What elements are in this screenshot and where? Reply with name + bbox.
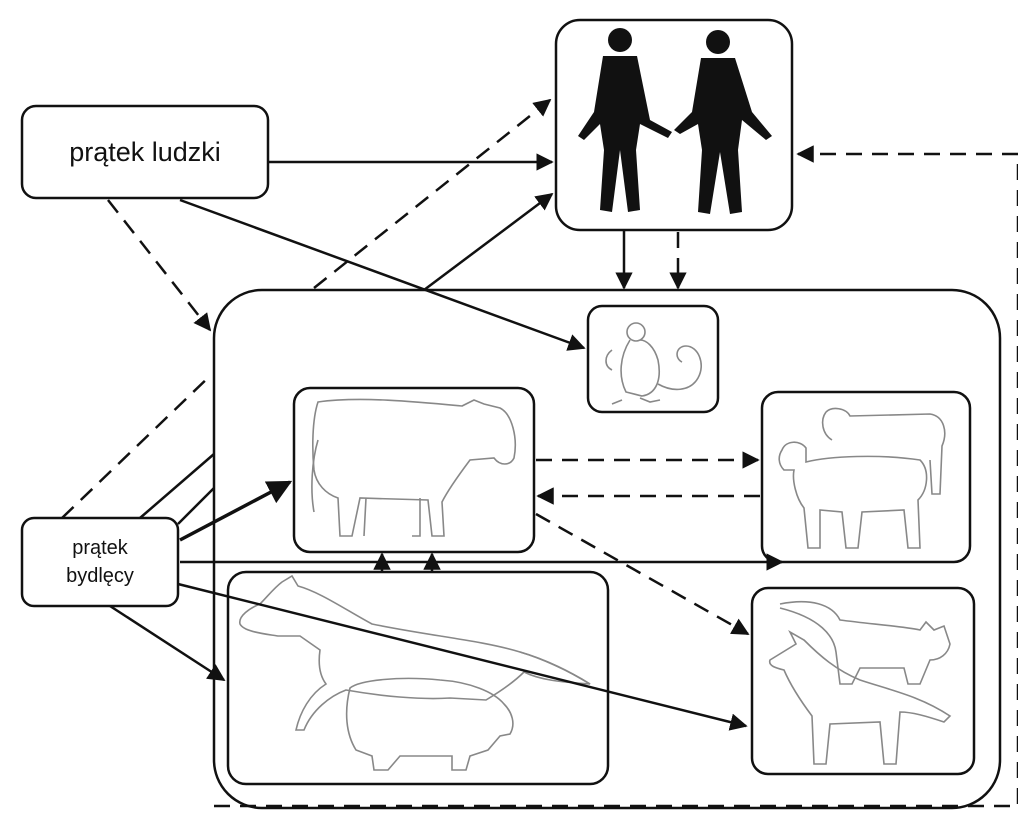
line-bovine-to-container-a — [140, 454, 214, 518]
bovine-bacillus-label: prątek bydlęcy — [22, 518, 178, 606]
arrow-container-to-humans — [424, 194, 552, 290]
arrow-bovine-to-horse-pig — [110, 606, 224, 680]
cow-box — [294, 388, 534, 552]
line-bovine-to-container-b — [178, 488, 214, 524]
sheep-box — [762, 392, 970, 562]
arrow-container-to-humans-dashed — [314, 100, 550, 288]
humans-box — [556, 20, 792, 230]
arrow-human-bacillus-to-monkey — [180, 200, 584, 348]
human-bacillus-label: prątek ludzki — [22, 106, 268, 198]
bovine-bacillus-label-line1: prątek — [22, 534, 178, 562]
arrow-human-bacillus-to-container — [108, 200, 210, 330]
arrow-bovine-to-container-dashed — [62, 374, 212, 518]
cat-dog-box — [752, 588, 974, 774]
arrow-bovine-to-cow — [180, 482, 290, 540]
bovine-bacillus-label-line2: bydlęcy — [22, 562, 178, 590]
monkey-box — [588, 306, 718, 412]
